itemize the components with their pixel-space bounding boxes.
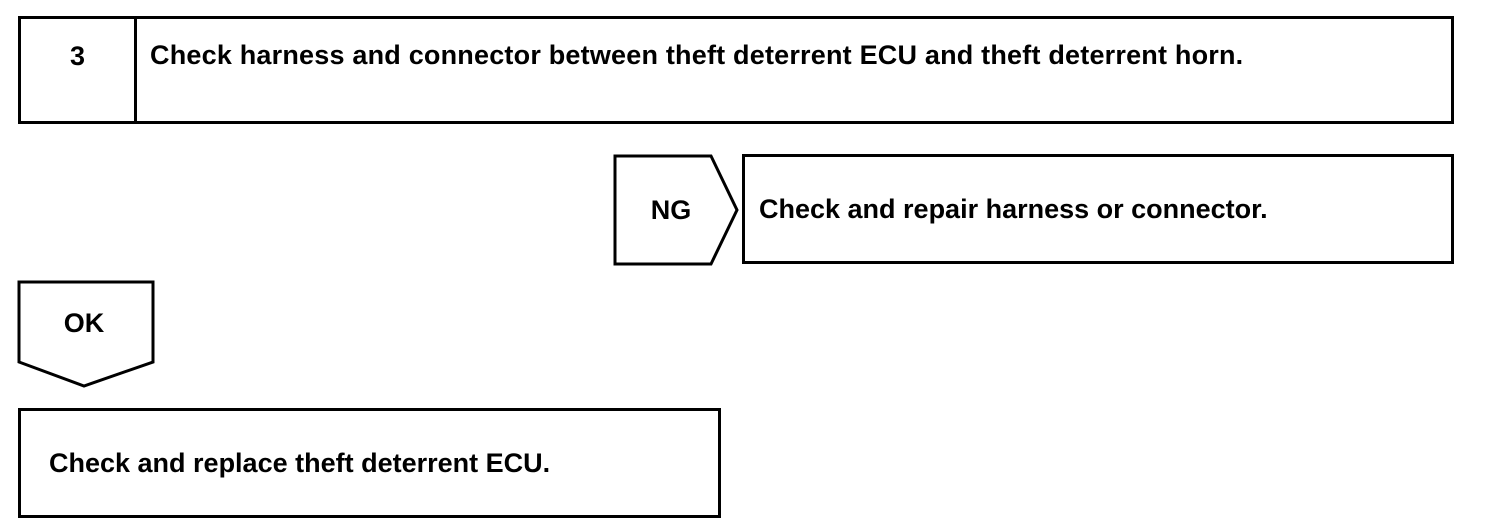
ok-result-text: Check and replace theft deterrent ECU. (49, 447, 551, 478)
step-number: 3 (21, 19, 137, 121)
ng-label: NG (650, 195, 692, 225)
ng-result-text: Check and repair harness or connector. (759, 193, 1268, 224)
ok-label: OK (63, 308, 105, 338)
step-box: 3 Check harness and connector between th… (18, 16, 1454, 124)
step-instruction: Check harness and connector between thef… (150, 40, 1244, 70)
ok-result-box: Check and replace theft deterrent ECU. (18, 408, 721, 518)
ok-arrow-shape (17, 280, 155, 388)
ng-result-box: Check and repair harness or connector. (742, 154, 1454, 264)
ng-arrow-shape (613, 154, 739, 266)
